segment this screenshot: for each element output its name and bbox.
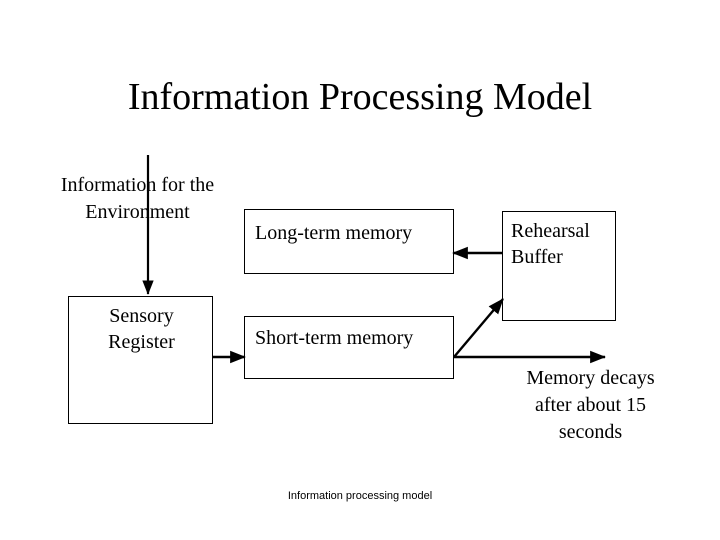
box-rehearsal-buffer-line-2: Buffer — [511, 246, 563, 268]
box-long-term-memory: Long-term memory — [244, 209, 454, 274]
arrow-short-term-to-rehearsal — [453, 298, 504, 358]
memory-decay-line-1: Memory decays — [526, 367, 655, 389]
box-sensory-register-line-1: Sensory — [109, 305, 174, 327]
environment-source-line-2: Environment — [85, 201, 190, 223]
box-long-term-memory-label: Long-term memory — [255, 222, 413, 244]
slide-caption: Information processing model — [287, 490, 433, 502]
page-title: Information Processing Model — [127, 76, 593, 118]
box-rehearsal-buffer-label: Rehearsal Buffer — [511, 218, 615, 270]
memory-decay-line-2: after about 15 — [534, 394, 647, 416]
memory-decay-label: Memory decays after about 15 seconds — [478, 365, 703, 446]
box-rehearsal-buffer-line-1: Rehearsal — [511, 220, 590, 242]
environment-source-line-1: Information for the — [60, 174, 215, 196]
memory-decay-line-3: seconds — [558, 421, 623, 443]
box-rehearsal-buffer: Rehearsal Buffer — [502, 211, 616, 321]
box-short-term-memory: Short-term memory — [244, 316, 454, 379]
box-sensory-register-line-2: Register — [108, 331, 175, 353]
environment-source-label: Information for the Environment — [30, 172, 245, 226]
box-short-term-memory-label: Short-term memory — [255, 327, 414, 349]
box-sensory-register: Sensory Register — [68, 296, 213, 424]
box-sensory-register-label: Sensory Register — [69, 303, 214, 355]
